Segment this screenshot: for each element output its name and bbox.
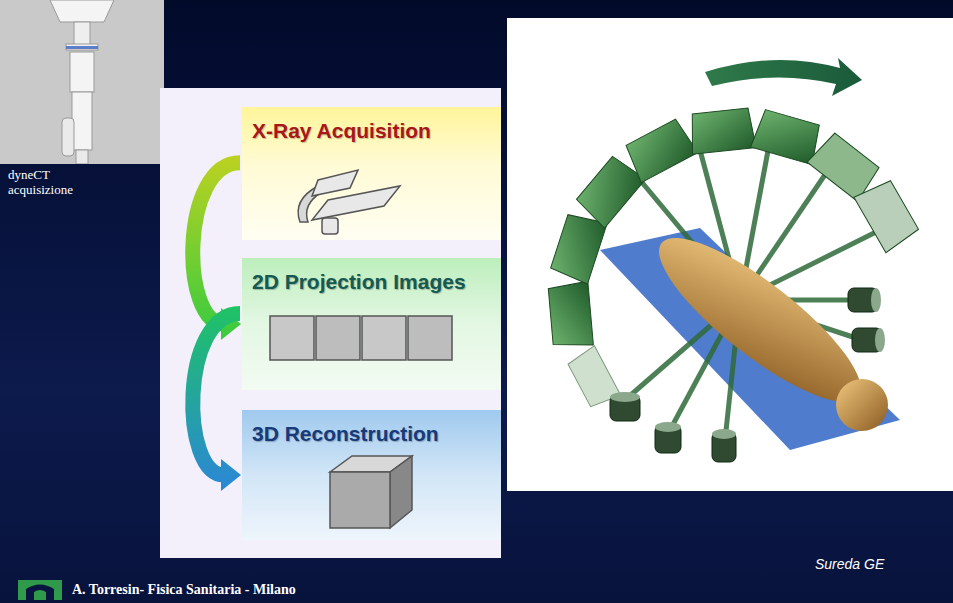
c-arm-rotation-illustration [507,18,953,491]
footer-author: A. Torresin- Fisica Sanitaria - Milano [72,582,452,598]
image-caption: dyneCT acquisizione [8,168,88,198]
arrow-shaft [193,313,240,475]
band-title: 3D Reconstruction [252,422,493,446]
source-credit: Sureda GE [815,556,945,572]
institution-logo [18,580,62,600]
curved-arrow [193,313,241,491]
band-title: X-Ray Acquisition [252,119,493,143]
thumbnail-image [0,0,164,164]
band-title: 2D Projection Images [252,270,493,294]
process-band: X-Ray Acquisition [242,107,501,240]
arrow-shaft [193,163,240,324]
arrow-head [221,459,241,491]
